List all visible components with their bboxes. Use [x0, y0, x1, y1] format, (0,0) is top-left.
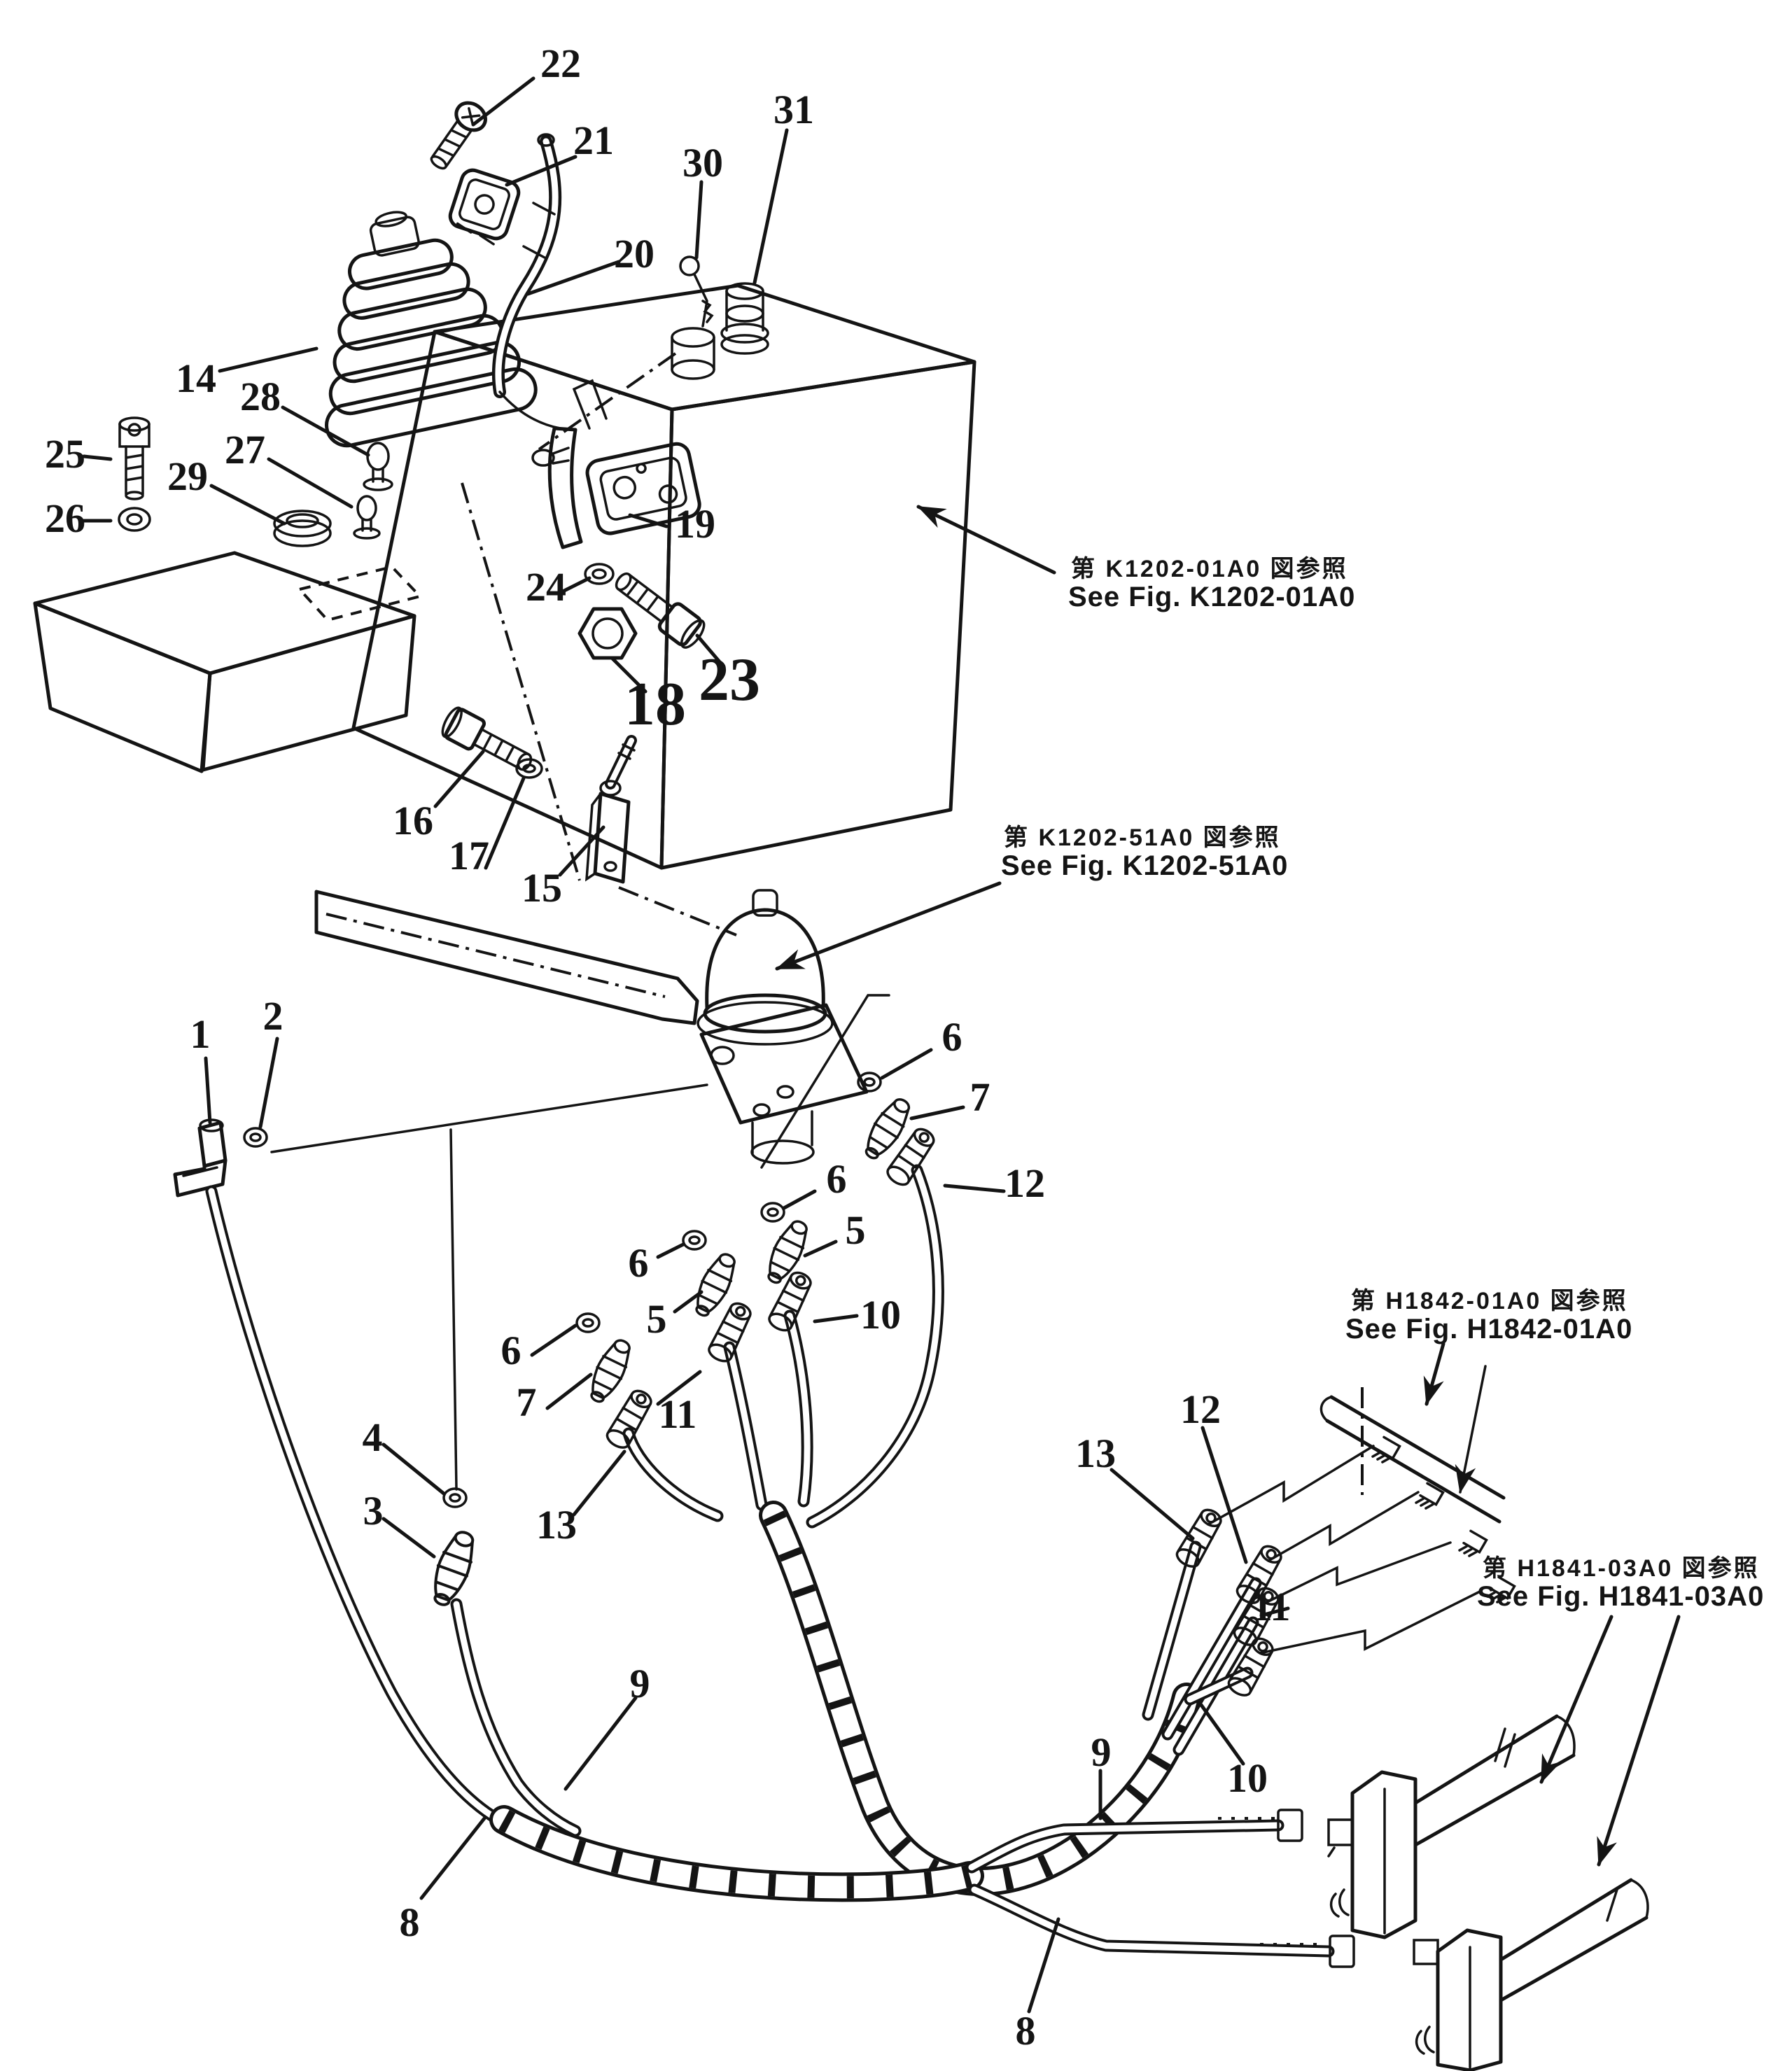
filler-cap-29	[273, 510, 332, 547]
o-ring-6	[682, 1230, 707, 1251]
part-label-6: 6	[629, 1240, 649, 1286]
hose-end-13b	[1172, 1504, 1226, 1571]
part-label-5: 5	[846, 1207, 866, 1253]
o-ring-2	[243, 1127, 268, 1148]
pilot-valve	[696, 889, 869, 1165]
nipple-7	[582, 1334, 638, 1408]
left-console	[33, 551, 423, 773]
part-label-24: 24	[526, 564, 566, 610]
valve-assembly-19	[531, 379, 701, 549]
washer-26	[118, 507, 151, 532]
reference-en-4: See Fig. H1841-03A0	[1477, 1581, 1764, 1612]
elbow-fitting-1	[173, 1118, 227, 1198]
part-label-7: 7	[517, 1380, 537, 1425]
console-box	[314, 283, 976, 1025]
pointer-lines	[270, 994, 890, 1491]
part-label-11: 11	[1252, 1584, 1291, 1629]
cylinder-block-2	[1413, 1878, 1649, 2071]
hose-end-11	[705, 1298, 756, 1366]
part-label-30: 30	[682, 140, 723, 185]
grommet-27	[353, 495, 381, 540]
part-label-27: 27	[225, 427, 265, 472]
reference-jp-3: 第 H1842-01A0 図参照	[1351, 1288, 1628, 1314]
reference-jp-4: 第 H1841-03A0 図参照	[1483, 1555, 1760, 1582]
reference-en-2: See Fig. K1202-51A0	[1001, 850, 1288, 881]
washer-17	[515, 758, 543, 779]
part-label-9: 9	[1091, 1729, 1112, 1775]
part-label-8: 8	[1016, 2008, 1036, 2054]
reference-jp-2: 第 K1202-51A0 図参照	[1004, 824, 1281, 851]
part-label-3: 3	[363, 1488, 384, 1533]
part-label-12: 12	[1180, 1386, 1221, 1432]
part-label-15: 15	[522, 865, 562, 911]
reference-en-3: See Fig. H1842-01A0	[1345, 1314, 1632, 1345]
part-label-20: 20	[614, 231, 654, 276]
bolt-25	[118, 416, 150, 500]
part-label-10: 10	[860, 1292, 901, 1338]
part-label-4: 4	[363, 1414, 383, 1460]
part-label-14: 14	[176, 356, 216, 401]
lever-rod-20	[491, 133, 562, 430]
nipple-3	[426, 1528, 481, 1610]
lever-15	[584, 735, 737, 936]
reference-en-1: See Fig. K1202-01A0	[1068, 582, 1355, 612]
part-label-16: 16	[393, 798, 433, 843]
o-ring-6	[575, 1312, 601, 1333]
o-ring-6	[760, 1202, 785, 1223]
part-label-1: 1	[190, 1011, 211, 1057]
hose-end-13	[603, 1385, 657, 1452]
part-label-8: 8	[400, 1900, 420, 1945]
part-label-23: 23	[699, 646, 760, 714]
part-label-17: 17	[449, 833, 489, 878]
zigzag-leads	[1207, 1445, 1481, 1655]
key-30	[671, 255, 715, 380]
part-label-2: 2	[263, 993, 284, 1039]
part-label-25: 25	[45, 431, 85, 477]
part-label-28: 28	[240, 374, 281, 419]
grommet-28	[363, 442, 393, 491]
part-label-21: 21	[573, 118, 614, 163]
leader-lines	[82, 76, 1290, 2014]
part-label-6: 6	[827, 1156, 847, 1202]
bolt-16	[441, 706, 533, 771]
part-label-7: 7	[970, 1074, 990, 1120]
part-label-6: 6	[501, 1328, 522, 1373]
part-label-11: 11	[659, 1391, 697, 1437]
hose-bundle-lower	[211, 1191, 1355, 1968]
nipple-7	[857, 1093, 918, 1165]
washer-24	[584, 563, 615, 585]
part-label-26: 26	[45, 496, 85, 541]
cap-31	[720, 282, 769, 355]
reference-arrows	[775, 505, 1681, 1867]
o-ring-4	[442, 1487, 468, 1508]
part-label-13: 13	[536, 1502, 577, 1547]
hose-end-10	[765, 1268, 816, 1335]
part-label-12: 12	[1004, 1160, 1045, 1206]
reference-jp-1: 第 K1202-01A0 図参照	[1071, 556, 1348, 582]
part-label-13: 13	[1075, 1431, 1116, 1476]
cylinder-block-1	[1327, 1714, 1576, 1939]
part-label-29: 29	[167, 454, 208, 499]
part-label-18: 18	[624, 671, 686, 738]
part-label-19: 19	[675, 501, 715, 547]
part-label-9: 9	[630, 1661, 650, 1706]
spacer-21	[448, 168, 521, 246]
part-label-10: 10	[1227, 1755, 1268, 1801]
part-label-5: 5	[647, 1296, 667, 1342]
part-label-22: 22	[540, 41, 581, 86]
bolt-23	[615, 572, 706, 649]
part-label-31: 31	[774, 87, 814, 132]
bolt-22	[430, 101, 487, 170]
part-label-6: 6	[942, 1014, 962, 1060]
nipple-5	[687, 1248, 743, 1322]
nut-18	[578, 607, 638, 660]
